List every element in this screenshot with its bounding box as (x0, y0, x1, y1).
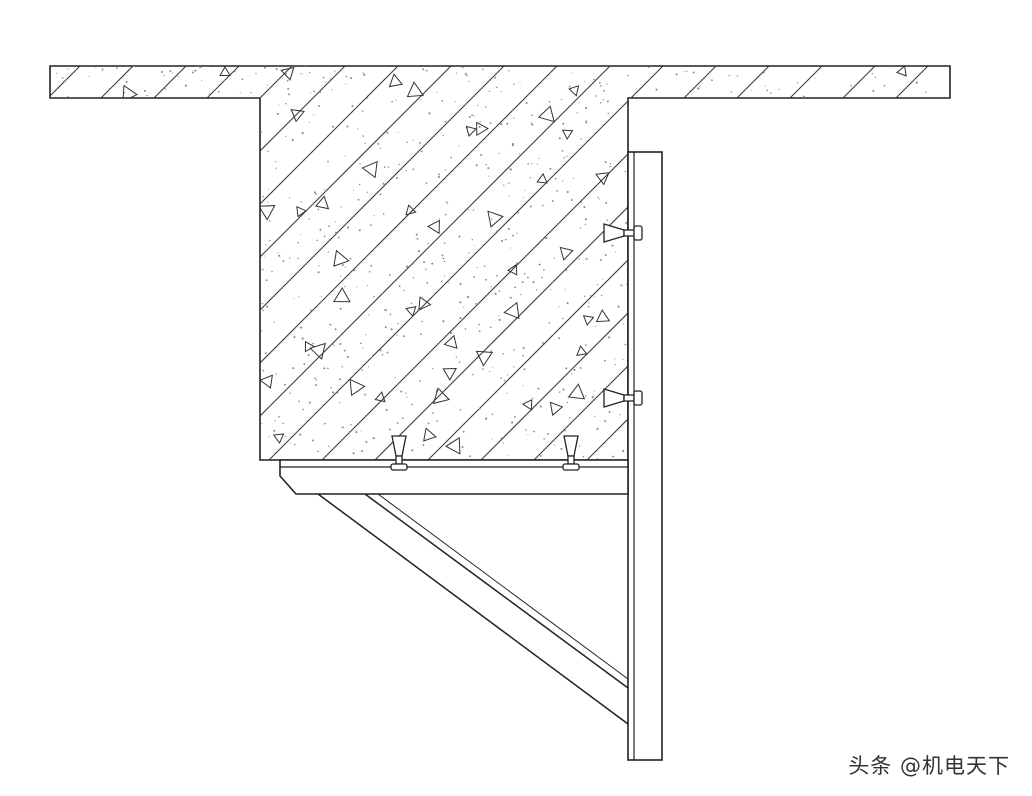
concrete-section (49, 65, 951, 461)
concrete-aggregates (122, 66, 907, 455)
anchor-bolts (390, 223, 643, 471)
anchor-bolt-vertical (390, 435, 408, 471)
anchor-bolt-horizontal (603, 388, 643, 408)
brace-line-top (317, 493, 629, 725)
anchor-bolt-vertical (562, 435, 580, 471)
concrete-speckle (56, 66, 927, 460)
watermark-text: 头条 @机电天下 (848, 754, 1010, 778)
concrete-outline (49, 65, 951, 461)
anchor-bolt-horizontal (603, 223, 643, 243)
vertical-steel-plate (627, 151, 663, 761)
vertical-plate-outer (627, 151, 663, 761)
diagonal-brace (317, 493, 629, 725)
brace-line-bottom (364, 493, 629, 689)
brace-line-inner (377, 493, 629, 680)
